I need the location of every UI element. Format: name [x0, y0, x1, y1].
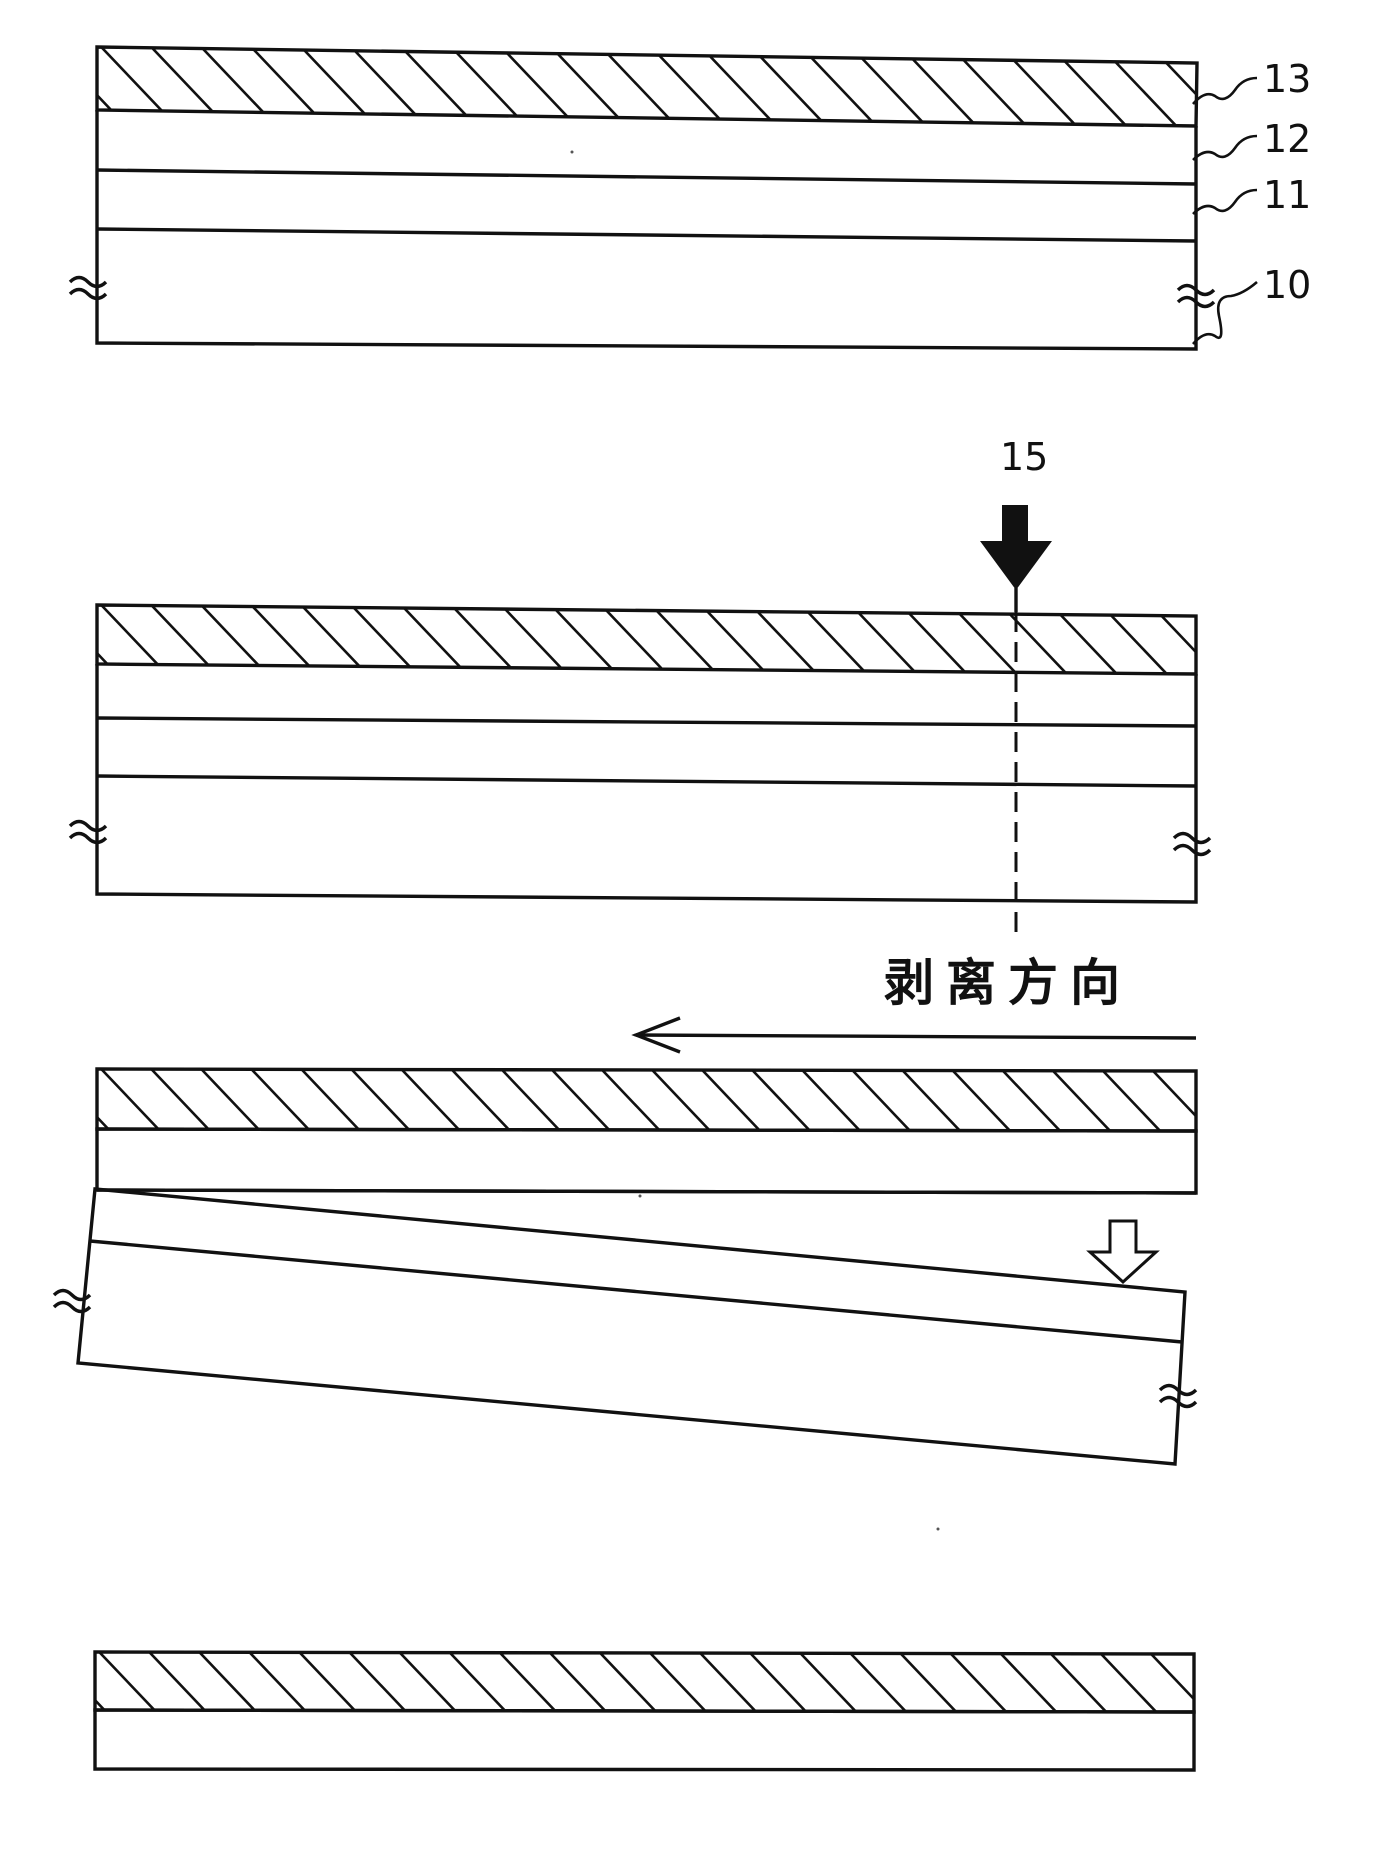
peel-direction-arrow-icon: [636, 1018, 1196, 1052]
separated-layer-12: [97, 1129, 1196, 1193]
peeled-substrate: [78, 1189, 1196, 1464]
figure-3-peeling: [37, 1054, 1324, 1464]
layer-11-bottom-line: [97, 229, 1196, 241]
label-11: 11: [1263, 173, 1311, 217]
pressure-arrow-icon: [980, 505, 1052, 612]
break-icon: [70, 822, 106, 843]
label-13: 13: [1263, 57, 1311, 101]
label-15: 15: [1000, 435, 1048, 479]
break-icon: [70, 278, 106, 299]
break-icon: [1174, 834, 1210, 855]
layer-12-bottom-line: [97, 170, 1196, 184]
hatched-layer-13: [37, 590, 1331, 689]
peel-direction-label: 剥离方向: [884, 954, 1132, 1012]
figure-4-result: [35, 1637, 1321, 1770]
label-leaders: [1193, 78, 1257, 344]
hatched-layer-13: [37, 32, 1341, 141]
separation-arrow-icon: [1090, 1221, 1156, 1282]
label-12: 12: [1263, 117, 1311, 161]
transferred-layer-12: [95, 1710, 1194, 1770]
figure-2-stack: 15: [37, 435, 1331, 940]
figure-1-stack: [37, 32, 1341, 349]
label-10: 10: [1263, 263, 1311, 307]
